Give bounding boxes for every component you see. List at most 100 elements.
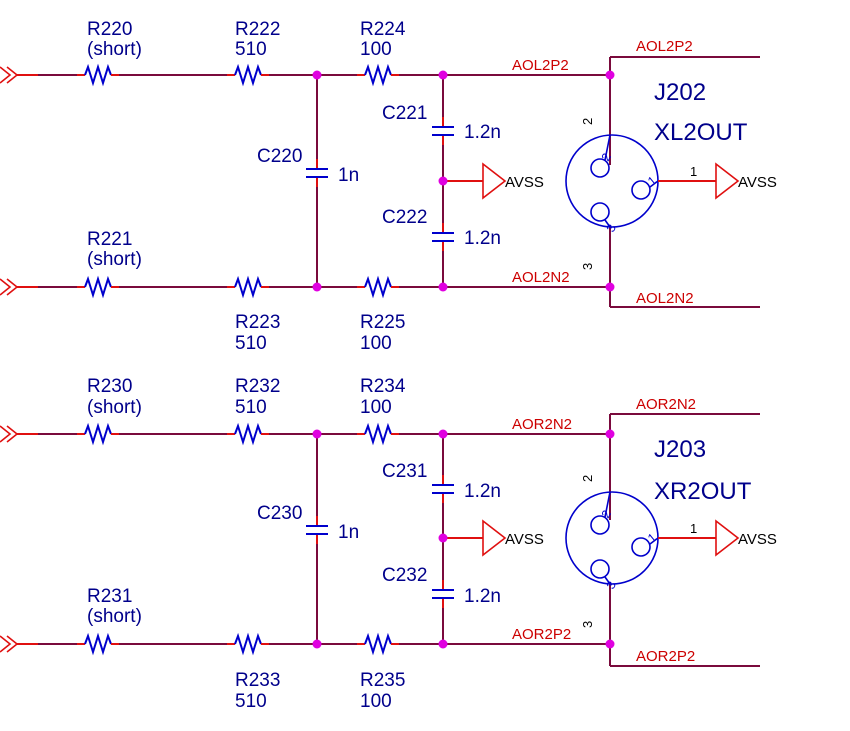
ref-r234: R234 [360, 376, 406, 397]
ref-c220: C220 [257, 146, 302, 167]
resistor-r221 [76, 278, 120, 296]
junction-dot [312, 282, 322, 292]
resistor-r232 [226, 425, 270, 443]
ref-r220: R220 [87, 19, 132, 40]
junction-dot [605, 70, 615, 80]
value-c231: 1.2n [464, 481, 501, 502]
net-label-top-out: AOR2N2 [636, 396, 696, 413]
resistor-r224 [356, 66, 400, 84]
junction-dot [438, 176, 448, 186]
ground-symbol-cap [442, 520, 506, 556]
ref-r231: R231 [87, 586, 132, 607]
pin-number-2: 2 [580, 475, 595, 482]
net-label-bottom: AOR2P2 [512, 626, 571, 643]
block2: R230 (short) R232 510 R234 100 R231 (sho… [0, 376, 777, 712]
pin-mark-3: 3 [603, 578, 619, 591]
value-r223: 510 [235, 333, 267, 354]
ref-r230: R230 [87, 376, 132, 397]
junction-dot [312, 70, 322, 80]
net-avss-cap: AVSS [505, 174, 544, 191]
value-r225: 100 [360, 333, 392, 354]
junction-dot [438, 282, 448, 292]
ref-c221: C221 [382, 103, 427, 124]
net-label-top: AOL2P2 [512, 57, 569, 74]
ref-r232: R232 [235, 376, 280, 397]
value-r234: 100 [360, 397, 392, 418]
value-r222: 510 [235, 39, 267, 60]
value-r224: 100 [360, 39, 392, 60]
xlr-connector-j202 [565, 134, 740, 228]
capacitor-c220 [305, 158, 329, 188]
value-c232: 1.2n [464, 586, 501, 607]
resistor-r220 [76, 66, 120, 84]
ref-r221: R221 [87, 229, 132, 250]
ref-r233: R233 [235, 670, 280, 691]
resistor-r233 [226, 635, 270, 653]
junction-dot [605, 282, 615, 292]
capacitor-c222 [431, 222, 455, 252]
resistor-r223 [226, 278, 270, 296]
block1: R220 (short) R222 510 R224 100 R221 (sho… [0, 19, 777, 354]
value-r235: 100 [360, 691, 392, 712]
capacitor-c231 [431, 474, 455, 504]
ref-c231: C231 [382, 461, 427, 482]
pin-number-1: 1 [690, 164, 697, 179]
value-r233: 510 [235, 691, 267, 712]
net-label-bottom-out: AOR2P2 [636, 648, 695, 665]
input-port-top [0, 66, 39, 84]
capacitor-c221 [431, 116, 455, 146]
value-r220: (short) [87, 39, 142, 60]
conn-ref-j203: J203 [654, 436, 706, 463]
resistor-r230 [76, 425, 120, 443]
value-r232: 510 [235, 397, 267, 418]
junction-dot [438, 639, 448, 649]
ground-symbol-cap [442, 163, 506, 199]
ref-c232: C232 [382, 565, 427, 586]
input-port-top [0, 425, 39, 443]
conn-ref-j202: J202 [654, 79, 706, 106]
value-c230: 1n [338, 522, 359, 543]
capacitor-c230 [305, 515, 329, 545]
pin-number-3: 3 [580, 263, 595, 270]
conn-name-xr2out: XR2OUT [654, 478, 752, 505]
pin-number-1: 1 [690, 521, 697, 536]
resistor-r222 [226, 66, 270, 84]
value-c222: 1.2n [464, 228, 501, 249]
resistor-r235 [356, 635, 400, 653]
pin-mark-3: 3 [603, 221, 619, 234]
value-c220: 1n [338, 165, 359, 186]
junction-dot [312, 429, 322, 439]
conn-name-xl2out: XL2OUT [654, 119, 748, 146]
net-label-bottom-out: AOL2N2 [636, 290, 694, 307]
value-r221: (short) [87, 249, 142, 270]
net-label-bottom: AOL2N2 [512, 269, 570, 286]
net-avss-conn: AVSS [738, 174, 777, 191]
value-r231: (short) [87, 606, 142, 627]
junction-dot [438, 70, 448, 80]
pin-number-2: 2 [580, 118, 595, 125]
ref-c222: C222 [382, 207, 427, 228]
net-label-top-out: AOL2P2 [636, 38, 693, 55]
ref-r225: R225 [360, 312, 405, 333]
ref-r235: R235 [360, 670, 405, 691]
net-avss-cap: AVSS [505, 531, 544, 548]
junction-dot [605, 639, 615, 649]
resistor-r231 [76, 635, 120, 653]
net-label-top: AOR2N2 [512, 416, 572, 433]
value-c221: 1.2n [464, 122, 501, 143]
input-port-bottom [0, 278, 39, 296]
value-r230: (short) [87, 397, 142, 418]
junction-dot [312, 639, 322, 649]
ref-r223: R223 [235, 312, 280, 333]
junction-dot [605, 429, 615, 439]
ref-r224: R224 [360, 19, 406, 40]
resistor-r225 [356, 278, 400, 296]
resistor-r234 [356, 425, 400, 443]
ref-c230: C230 [257, 503, 302, 524]
junction-dot [438, 429, 448, 439]
input-port-bottom [0, 635, 39, 653]
capacitor-c232 [431, 579, 455, 609]
junction-dot [438, 533, 448, 543]
net-avss-conn: AVSS [738, 531, 777, 548]
